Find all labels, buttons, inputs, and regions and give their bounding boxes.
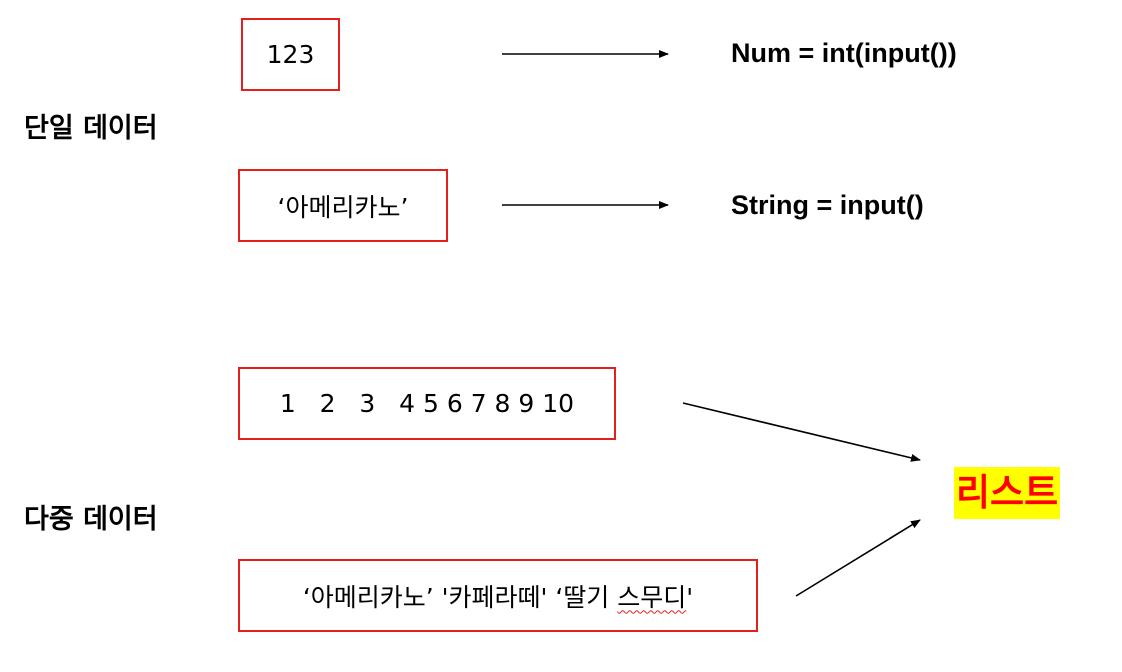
multi-data-label: 다중 데이터 bbox=[24, 504, 158, 535]
arrow-strings-to-list bbox=[795, 519, 921, 597]
strings-list-box: ‘아메리카노’ '카페라떼' ‘딸기 스무디' bbox=[238, 559, 758, 632]
strings-list-text: ‘아메리카노’ '카페라떼' ‘딸기 스무디' bbox=[303, 578, 693, 614]
string-input-code: String = input() bbox=[731, 190, 924, 220]
string-value-box: ‘아메리카노’ bbox=[238, 169, 448, 242]
number-value-box: 123 bbox=[241, 18, 340, 91]
single-data-label: 단일 데이터 bbox=[24, 113, 158, 144]
number-value-text: 123 bbox=[266, 40, 315, 69]
numbers-list-box: 1 2 3 4 5 6 7 8 9 10 bbox=[238, 367, 616, 440]
arrow-numbers-to-list bbox=[682, 402, 921, 462]
int-input-code: Num = int(input()) bbox=[731, 38, 957, 68]
spellcheck-underlined-word: 스무디 bbox=[617, 582, 687, 612]
list-result-label: 리스트 bbox=[954, 467, 1061, 519]
numbers-list-text: 1 2 3 4 5 6 7 8 9 10 bbox=[279, 389, 575, 418]
string-value-text: ‘아메리카노’ bbox=[277, 192, 409, 222]
strings-list-prefix: ‘아메리카노’ '카페라떼' ‘딸기 bbox=[302, 582, 618, 612]
strings-list-suffix: ' bbox=[686, 582, 694, 612]
